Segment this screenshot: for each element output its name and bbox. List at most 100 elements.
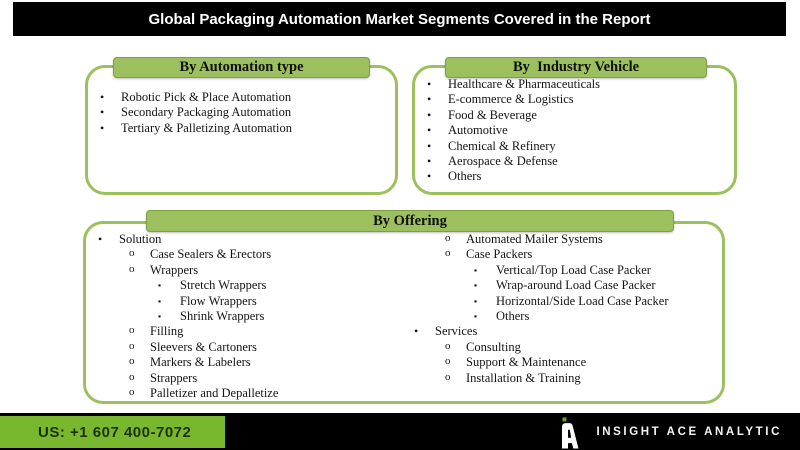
list-item-label: Sleevers & Cartoners xyxy=(150,339,257,354)
bullet-icon: • xyxy=(100,105,105,120)
list-item-label: Vertical/Top Load Case Packer xyxy=(496,262,651,277)
automation-type-header-label: By Automation type xyxy=(179,59,304,75)
list-item-label: Palletizer and Depalletize xyxy=(150,385,279,400)
list-item-label: Automotive xyxy=(448,123,508,138)
list-item-label: Wrap-around Load Case Packer xyxy=(496,278,656,293)
phone-badge: US: +1 607 400-7072 xyxy=(0,416,225,448)
list-item: o Automated Mailer Systems xyxy=(402,232,720,247)
automation-type-list: • Robotic Pick & Place Automation • Seconda… xyxy=(88,90,395,136)
bullet-icon: • xyxy=(427,153,432,168)
bullet-icon: o xyxy=(129,370,135,383)
list-item-label: Services xyxy=(435,324,478,339)
brand: INSIGHT ACE ANALYTIC xyxy=(559,413,782,450)
automation-type-box: By Automation type • Robotic Pick & Place… xyxy=(85,57,398,195)
bullet-icon: ▪ xyxy=(474,310,478,321)
bullet-icon: • xyxy=(427,92,432,107)
list-item: o Consulting xyxy=(402,340,720,355)
list-item: • Services xyxy=(402,324,720,339)
bullet-icon: o xyxy=(445,247,451,260)
industry-vehicle-box: By Industry Vehicle • Healthcare & Pharma… xyxy=(412,57,737,195)
list-item-label: Horizontal/Side Load Case Packer xyxy=(496,293,669,308)
bullet-icon: ▪ xyxy=(474,280,478,291)
bullet-icon: o xyxy=(445,339,451,352)
bullet-icon: • xyxy=(427,138,432,153)
list-item: • Robotic Pick & Place Automation xyxy=(88,90,395,105)
bullet-icon: ▪ xyxy=(474,295,478,306)
bullet-icon: o xyxy=(129,385,135,398)
phone-number: US: +1 607 400-7072 xyxy=(38,423,192,441)
offering-header-label: By Offering xyxy=(373,212,447,229)
bullet-icon: ▪ xyxy=(474,264,478,275)
bullet-icon: • xyxy=(427,76,432,91)
bullet-icon: • xyxy=(427,107,432,122)
list-item-label: Case Sealers & Erectors xyxy=(150,247,272,262)
list-item-label: Robotic Pick & Place Automation xyxy=(121,90,292,104)
list-item: •Solution xyxy=(86,232,402,247)
list-item-label: E-commerce & Logistics xyxy=(448,92,574,107)
brand-name: INSIGHT ACE ANALYTIC xyxy=(596,425,782,438)
list-item-label: Wrappers xyxy=(150,262,199,277)
list-item: o Wrappers xyxy=(86,263,402,278)
list-item: • Healthcare & Pharmaceuticals xyxy=(415,77,734,92)
list-item-label: Shrink Wrappers xyxy=(180,308,265,323)
list-item: • Secondary Packaging Automation xyxy=(88,105,395,120)
list-item-label: Markers & Labelers xyxy=(150,355,251,370)
industry-vehicle-list: • Healthcare & Pharmaceuticals • E-commerce… xyxy=(415,77,734,185)
bullet-icon: ▪ xyxy=(158,280,162,291)
list-item: • Chemical & Refinery xyxy=(415,139,734,154)
bullet-icon: o xyxy=(445,370,451,383)
list-item-label: Support & Maintenance xyxy=(466,355,587,370)
list-item: o Case Sealers & Erectors xyxy=(86,247,402,262)
list-item-label: Healthcare & Pharmaceuticals xyxy=(448,77,601,91)
list-item-label: Secondary Packaging Automation xyxy=(121,105,292,120)
list-item: ▪ Horizontal/Side Load Case Packer xyxy=(402,294,720,309)
title-bar: Global Packaging Automation Market Segme… xyxy=(13,2,786,36)
bullet-icon: • xyxy=(427,123,432,138)
list-item: o Installation & Training xyxy=(402,371,720,386)
list-item-label: Others xyxy=(496,308,530,323)
bullet-icon: o xyxy=(445,232,451,244)
list-item-label: Consulting xyxy=(466,339,521,354)
bullet-icon: o xyxy=(129,262,135,275)
bullet-icon: ▪ xyxy=(158,310,162,321)
list-item: o Filling xyxy=(86,324,402,339)
list-item: ▪ Flow Wrappers xyxy=(86,294,402,309)
bullet-icon: o xyxy=(129,339,135,352)
list-item: ▪ Stretch Wrappers xyxy=(86,278,402,293)
offering-header: By Offering xyxy=(146,210,674,232)
list-item: ▪ Shrink Wrappers xyxy=(86,309,402,324)
bullet-icon: ▪ xyxy=(158,295,162,306)
list-item-label: Case Packers xyxy=(466,247,533,262)
list-item-label: Strappers xyxy=(150,370,198,385)
list-item: ▪ Wrap-around Load Case Packer xyxy=(402,278,720,293)
list-item: o Case Packers xyxy=(402,247,720,262)
bullet-icon: • xyxy=(100,89,105,104)
list-item-label: Aerospace & Defense xyxy=(448,153,558,168)
list-item: • Aerospace & Defense xyxy=(415,154,734,169)
insight-ace-logo-icon xyxy=(562,416,579,449)
list-item-label: Stretch Wrappers xyxy=(180,278,267,293)
list-item-label: Chemical & Refinery xyxy=(448,138,556,153)
list-item-label: Automated Mailer Systems xyxy=(466,232,603,246)
list-item: •Others xyxy=(415,169,734,184)
bullet-icon: • xyxy=(414,324,419,339)
list-item: • E-commerce & Logistics xyxy=(415,92,734,107)
bullet-icon: • xyxy=(100,120,105,135)
list-item: ▪ Others xyxy=(402,309,720,324)
list-item-label: Installation & Training xyxy=(466,370,581,385)
list-item-label: Flow Wrappers xyxy=(180,293,257,308)
bullet-icon: o xyxy=(129,324,135,337)
list-item-label: Food & Beverage xyxy=(448,107,537,122)
list-item: • Automotive xyxy=(415,123,734,138)
list-item: o Strappers xyxy=(86,371,402,386)
bullet-icon: • xyxy=(98,231,103,246)
bullet-icon: o xyxy=(129,247,135,260)
industry-vehicle-header-label: By Industry Vehicle xyxy=(512,59,640,75)
list-item-label: Filling xyxy=(150,324,184,339)
automation-type-header: By Automation type xyxy=(113,57,370,78)
bullet-icon: • xyxy=(427,169,432,184)
